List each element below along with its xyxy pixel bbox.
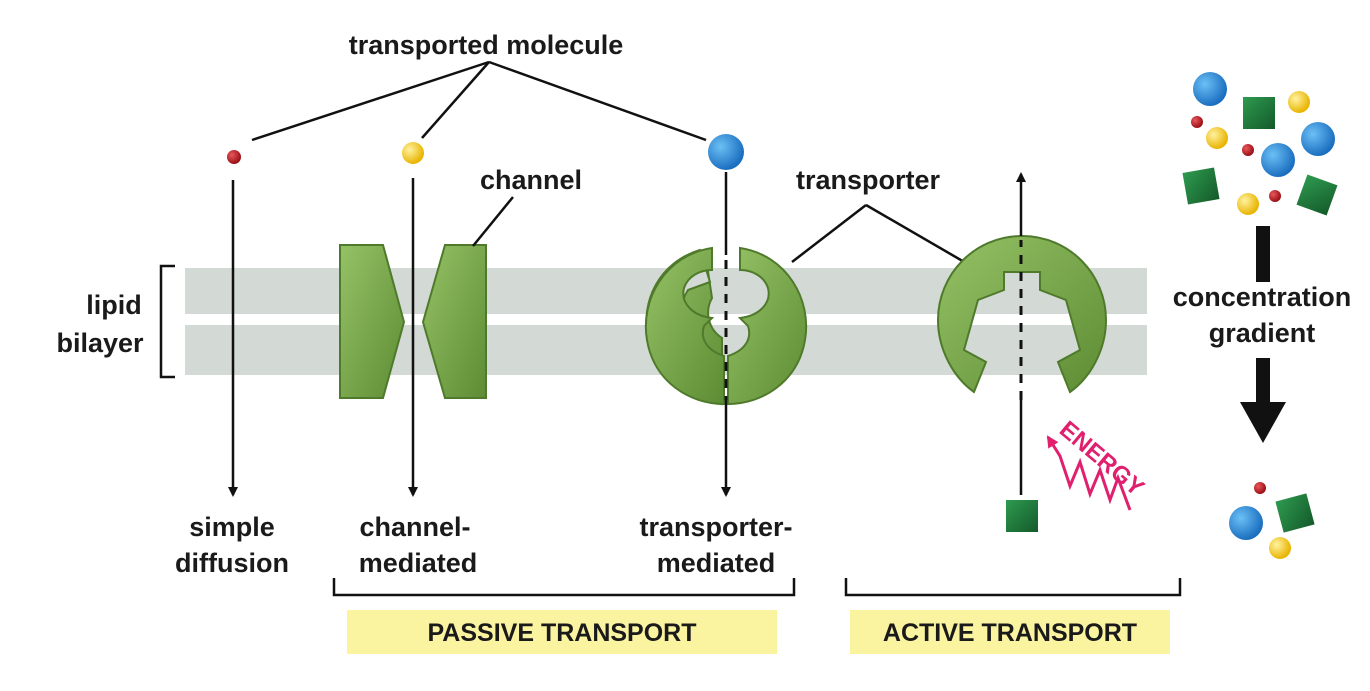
passive-transport-bracket (332, 578, 796, 597)
transporter-pointers (791, 203, 967, 265)
high-concentration-cluster (1182, 72, 1338, 216)
gradient-arrow-upper-shaft (1256, 226, 1270, 282)
yellow-molecule (1206, 127, 1228, 149)
active-transport-highlight (850, 610, 1170, 654)
active-transport-label: ACTIVE TRANSPORT (883, 619, 1137, 647)
green-square-molecule (1275, 493, 1315, 533)
passive-transport-highlight (347, 610, 777, 654)
small-red-molecule (1191, 116, 1203, 128)
yellow-molecule (1269, 537, 1291, 559)
green-square-molecule (1296, 174, 1338, 216)
yellow-molecule (402, 142, 424, 164)
lipid-bilayer-label-line1: lipid (86, 290, 142, 320)
active-transport-bracket (844, 578, 1182, 597)
channel-protein (339, 244, 487, 399)
small-red-molecule (1269, 190, 1281, 202)
yellow-molecule (1237, 193, 1259, 215)
transporter-label: transporter (796, 165, 941, 195)
blue-molecule (1261, 143, 1295, 177)
simple-diffusion-label-line2: diffusion (175, 548, 289, 578)
gradient-arrow-lower-shaft (1256, 358, 1270, 404)
channel-mediated-label-line2: mediated (359, 548, 478, 578)
channel-right-half (421, 244, 487, 399)
green-square-molecule (1182, 167, 1220, 205)
channel-label: channel (480, 165, 582, 195)
green-square-molecule (1243, 97, 1275, 129)
concentration-gradient-label-line1: concentration (1173, 282, 1352, 312)
blue-molecule (1193, 72, 1227, 106)
passive-transport-label: PASSIVE TRANSPORT (427, 619, 696, 647)
transporter-mediated-label-line2: mediated (657, 548, 776, 578)
bilayer-bracket (159, 264, 175, 379)
channel-pointer (472, 196, 514, 247)
transporter-mediated-label-line1: transporter- (639, 512, 792, 542)
blue-molecule (708, 134, 744, 170)
energy-wave-arrow (1046, 435, 1132, 511)
transported-molecule-label: transported molecule (349, 30, 624, 60)
transported-molecule-pointers (251, 60, 707, 142)
passive-transporter-left-body (644, 246, 725, 406)
blue-molecule (1301, 122, 1335, 156)
channel-mediated-label-line1: channel- (359, 512, 470, 542)
gradient-arrow-head (1240, 402, 1286, 443)
passive-transporter-right-body (727, 246, 808, 406)
yellow-molecule (1288, 91, 1310, 113)
channel-left-half (339, 244, 406, 399)
lipid-bilayer-label-line2: bilayer (56, 328, 144, 358)
energy-label: ENERGY (1054, 416, 1149, 502)
small-red-molecule (1254, 482, 1266, 494)
small-red-molecule (1242, 144, 1254, 156)
low-concentration-cluster (1229, 482, 1315, 559)
simple-diffusion-label-line1: simple (189, 512, 275, 542)
green-square-molecule (1006, 500, 1038, 532)
passive-transporter-protein (644, 246, 808, 406)
small-red-molecule (227, 150, 241, 164)
concentration-gradient-label-line2: gradient (1209, 318, 1316, 348)
blue-molecule (1229, 506, 1263, 540)
